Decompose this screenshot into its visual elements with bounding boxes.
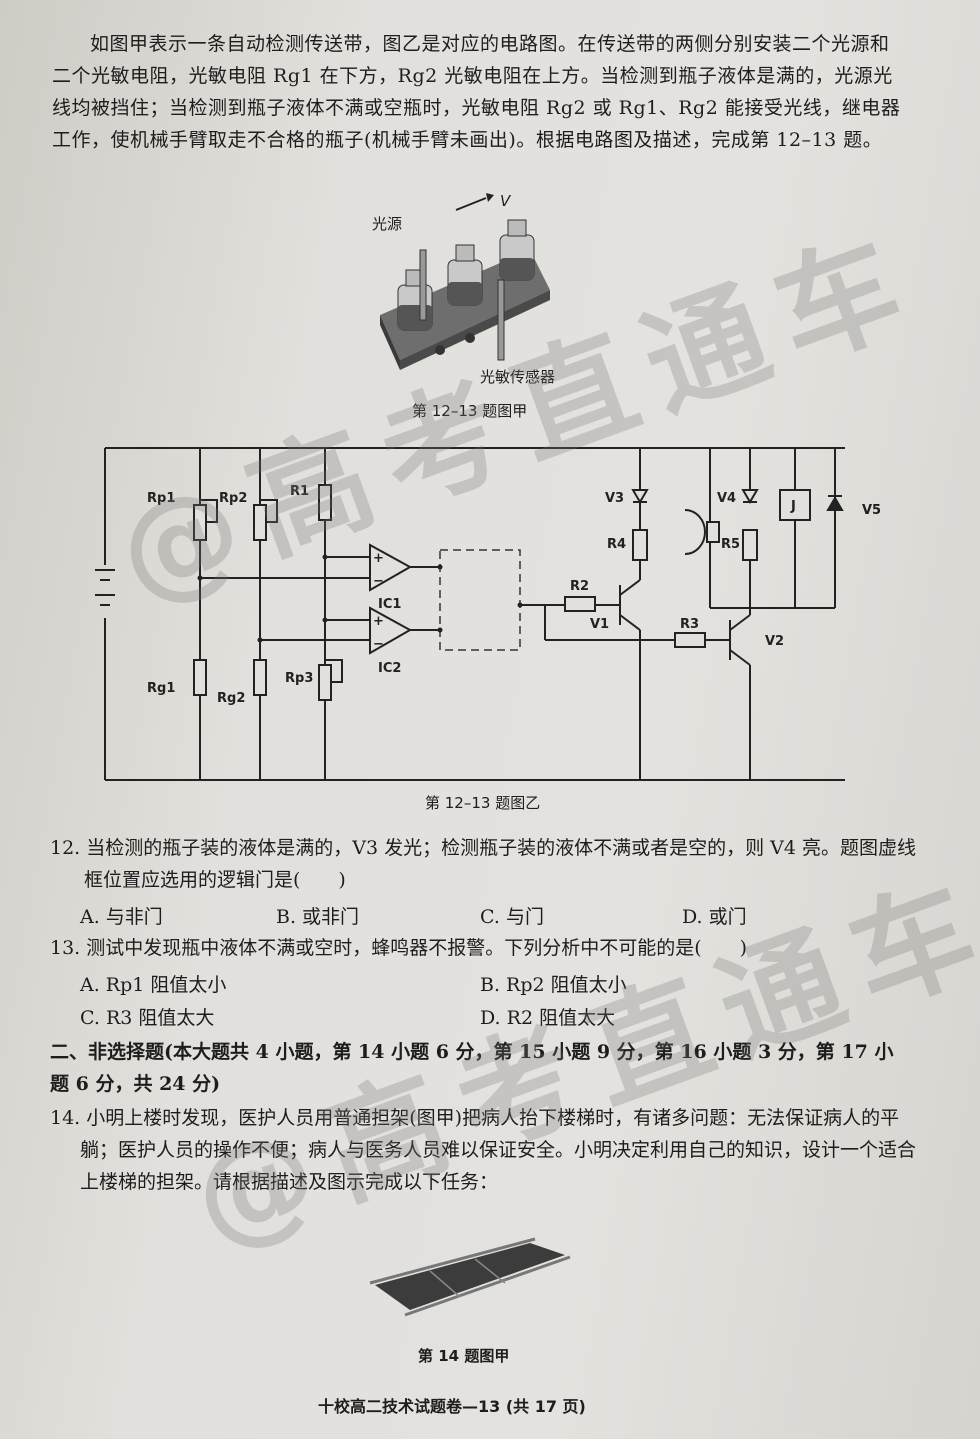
sensor-label: 光敏传感器 [480, 368, 556, 386]
light-source-label: 光源 [372, 215, 403, 233]
v1-label: V1 [590, 617, 609, 632]
relay-label: J [790, 499, 796, 514]
ic1-label: IC1 [378, 597, 401, 612]
question-13-option-c: C. R3 阻值太大 [80, 1007, 215, 1029]
r2-label: R2 [570, 579, 589, 594]
r1-label: R1 [290, 484, 309, 499]
velocity-label: V [500, 192, 511, 210]
r5-label: R5 [721, 537, 740, 552]
rp3-label: Rp3 [285, 671, 313, 686]
figure-caption-b: 第 12–13 题图乙 [425, 794, 541, 812]
question-13-option-a: A. Rp1 阻值太小 [80, 974, 227, 996]
rp2-label: Rp2 [219, 491, 247, 506]
ic1-minus: − [373, 574, 384, 589]
question-12-option-a: A. 与非门 [80, 906, 163, 928]
circuit-diagram: Rp1 Rp2 R1 + − + − IC1 IC2 Rg1 Rg2 Rp3 R… [95, 447, 845, 781]
ic1-plus: + [373, 551, 384, 566]
question-14-stem: 14. 小明上楼时发现，医护人员用普通担架(图甲)把病人抬下楼梯时，有诸多问题：… [50, 1107, 917, 1193]
rg1-label: Rg1 [147, 681, 175, 696]
rg2-label: Rg2 [217, 691, 245, 706]
ic2-minus: − [373, 637, 384, 652]
figure-caption-14: 第 14 题图甲 [418, 1347, 510, 1365]
figure-caption-a: 第 12–13 题图甲 [412, 402, 528, 420]
ic2-label: IC2 [378, 661, 401, 676]
section-2-heading: 二、非选择题(本大题共 4 小题，第 14 小题 6 分，第 15 小题 9 分… [50, 1041, 894, 1095]
ic2-plus: + [373, 614, 384, 629]
question-13-stem: 13. 测试中发现瓶中液体不满或空时，蜂鸣器不报警。下列分析中不可能的是( ) [50, 937, 748, 959]
page-footer: 十校高二技术试题卷—13 (共 17 页) [318, 1397, 586, 1416]
v2-label: V2 [765, 634, 784, 649]
conveyor-figure [380, 193, 550, 370]
rp1-label: Rp1 [147, 491, 175, 506]
question-12-option-c: C. 与门 [480, 906, 544, 928]
question-12-option-b: B. 或非门 [276, 906, 360, 928]
r3-label: R3 [680, 617, 699, 632]
question-13-option-d: D. R2 阻值太大 [480, 1007, 616, 1029]
intro-paragraph: 如图甲表示一条自动检测传送带，图乙是对应的电路图。在传送带的两侧分别安装二个光源… [52, 33, 901, 151]
v4-label: V4 [717, 491, 736, 506]
question-13-option-b: B. Rp2 阻值太小 [480, 974, 627, 996]
v5-label-outside: V5 [862, 503, 882, 518]
r4-label: R4 [607, 537, 626, 552]
stretcher-figure [369, 1237, 571, 1317]
v3-label: V3 [605, 491, 624, 506]
question-12-stem: 12. 当检测的瓶子装的液体是满的，V3 发光；检测瓶子装的液体不满或者是空的，… [50, 837, 916, 891]
question-12-option-d: D. 或门 [682, 906, 747, 928]
